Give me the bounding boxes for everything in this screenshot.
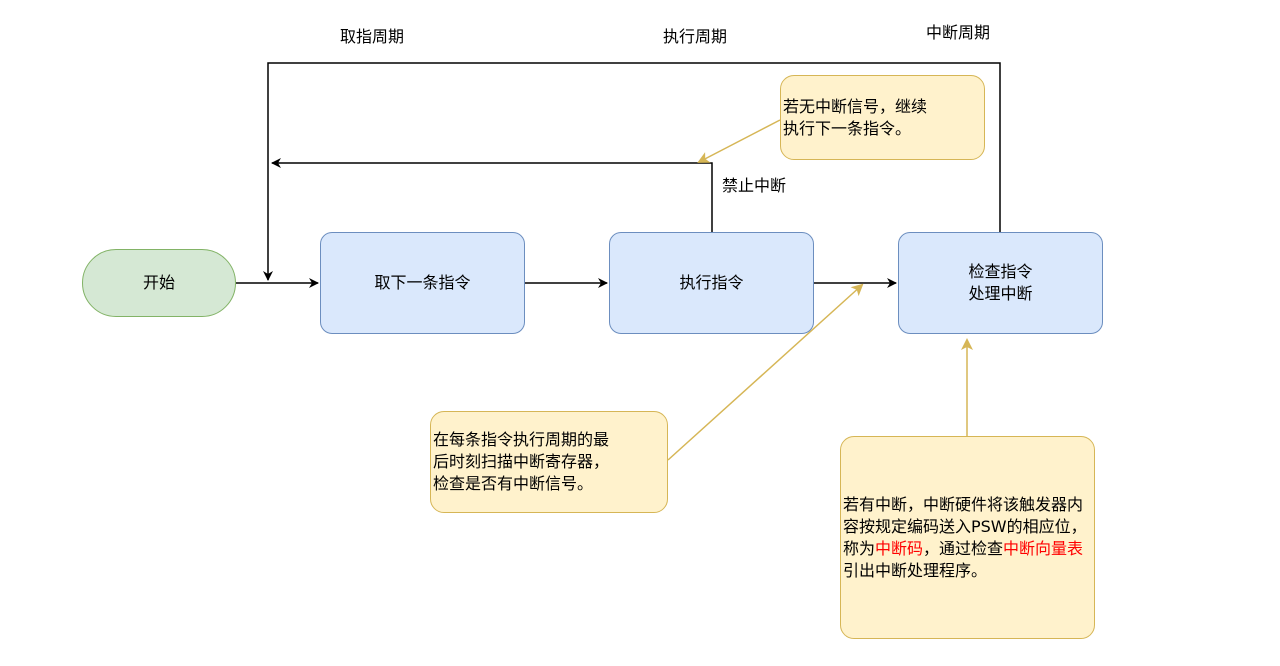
note-connector-no-interrupt [697,119,781,163]
execute-node-label: 执行指令 [679,273,744,292]
note-no-interrupt-line1: 若无中断信号，继续 [783,96,928,116]
note-highlight-vector-table: 中断向量表 [1003,538,1084,558]
note-scan-line2: 后时刻扫描中断寄存器， [433,452,610,471]
note-no-interrupt: 若无中断信号，继续 执行下一条指令。 [780,75,985,160]
check-interrupt-node[interactable]: 检查指令 处理中断 [898,232,1103,334]
note-has-interrupt-text-1: 若有中断，中断硬件将该触发器内容按规定编码送入PSW的相应位，称为 [843,494,1087,558]
note-scan-line3: 检查是否有中断信号。 [433,474,594,493]
edge-interrupt-loop [263,62,1001,281]
phase-label-execute: 执行周期 [663,27,728,46]
edge-label-disable-interrupt: 禁止中断 [722,176,787,195]
phase-label-fetch: 取指周期 [340,27,405,46]
note-no-interrupt-line2: 执行下一条指令。 [783,118,912,138]
note-has-interrupt-text-2: ，通过检查 [923,538,1004,558]
note-connector-scan [667,283,864,461]
check-node-label-line2: 处理中断 [968,284,1033,303]
check-node-label-line1: 检查指令 [968,262,1033,281]
note-highlight-interrupt-code: 中断码 [875,538,924,558]
start-node-label: 开始 [142,273,175,292]
note-scan-register: 在每条指令执行周期的最 后时刻扫描中断寄存器， 检查是否有中断信号。 [430,411,668,513]
note-scan-line1: 在每条指令执行周期的最 [433,430,610,449]
fetch-next-instruction-node[interactable]: 取下一条指令 [320,232,525,334]
edge-disable-interrupt [271,158,713,232]
note-has-interrupt: 若有中断，中断硬件将该触发器内容按规定编码送入PSW的相应位，称为中断码，通过检… [840,436,1095,639]
phase-label-interrupt: 中断周期 [926,23,991,42]
note-has-interrupt-text-3: 引出中断处理程序。 [843,560,988,580]
execute-instruction-node[interactable]: 执行指令 [609,232,814,334]
fetch-node-label: 取下一条指令 [374,273,471,292]
start-node[interactable]: 开始 [82,249,236,317]
